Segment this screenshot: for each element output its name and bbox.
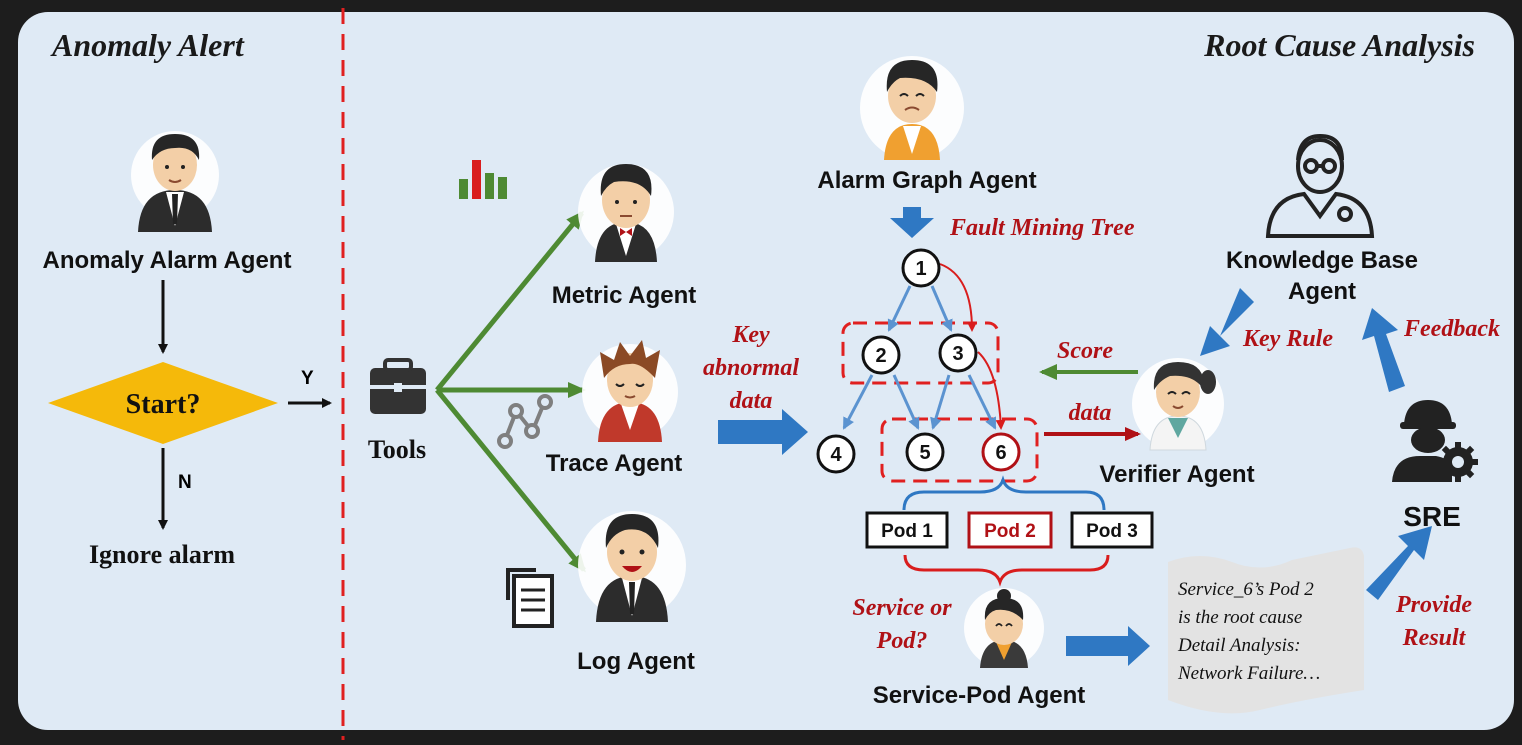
left-section-title: Anomaly Alert bbox=[50, 27, 245, 63]
pod-3: Pod 3 bbox=[1070, 511, 1154, 549]
provide-result-arrow bbox=[1366, 526, 1432, 600]
alarm-graph-agent-avatar bbox=[860, 56, 964, 160]
provide-result-line2: Result bbox=[1402, 625, 1467, 651]
trace-agent-avatar bbox=[582, 340, 678, 442]
knowledge-base-agent-icon bbox=[1265, 133, 1375, 238]
tree-node-4: 4 bbox=[816, 434, 856, 474]
knowledge-base-agent-label-line1: Knowledge Base bbox=[1226, 247, 1418, 274]
no-label: N bbox=[178, 472, 192, 493]
svg-text:2: 2 bbox=[875, 345, 886, 367]
log-agent-label: Log Agent bbox=[577, 648, 695, 675]
key-rule-arrow bbox=[1200, 288, 1254, 356]
result-line2: is the root cause bbox=[1178, 607, 1302, 628]
tree-node-3: 3 bbox=[938, 333, 978, 373]
svg-text:Pod 3: Pod 3 bbox=[1086, 521, 1138, 542]
pod-1: Pod 1 bbox=[865, 511, 949, 549]
panel-background bbox=[18, 12, 1514, 730]
verifier-agent-label: Verifier Agent bbox=[1099, 461, 1254, 488]
svg-text:Pod 2: Pod 2 bbox=[984, 521, 1036, 542]
ignore-alarm-label: Ignore alarm bbox=[89, 540, 235, 569]
metric-agent-label: Metric Agent bbox=[552, 282, 696, 309]
verifier-agent-avatar bbox=[1132, 358, 1224, 451]
sre-label: SRE bbox=[1403, 501, 1461, 532]
start-decision-diamond bbox=[48, 362, 278, 444]
tree-node-2: 2 bbox=[861, 335, 901, 375]
svg-text:5: 5 bbox=[919, 442, 930, 464]
tree-group-level3 bbox=[880, 417, 1039, 483]
pods-bottom-brace bbox=[903, 554, 1110, 587]
key-rule-label: Key Rule bbox=[1242, 326, 1333, 352]
knowledge-base-agent-label-line2: Agent bbox=[1288, 278, 1356, 305]
tools-label: Tools bbox=[368, 435, 426, 464]
result-document bbox=[1168, 547, 1364, 714]
trace-agent-label: Trace Agent bbox=[546, 450, 683, 477]
fault-mining-tree-label: Fault Mining Tree bbox=[949, 215, 1135, 241]
tree-node-1: 1 bbox=[901, 248, 941, 288]
result-line3: Detail Analysis: bbox=[1177, 635, 1301, 656]
key-abnormal-data-line1: Key bbox=[731, 322, 770, 348]
tree-edges bbox=[842, 285, 997, 430]
metric-agent-avatar bbox=[578, 164, 674, 262]
svg-text:Pod 1: Pod 1 bbox=[881, 521, 933, 542]
key-abnormal-data-line2: abnormal bbox=[703, 355, 799, 381]
feedback-label: Feedback bbox=[1403, 316, 1500, 342]
data-label: data bbox=[1069, 400, 1112, 426]
toolbox-icon bbox=[370, 358, 426, 414]
score-label: Score bbox=[1057, 338, 1113, 364]
tree-node-5: 5 bbox=[905, 432, 945, 472]
svg-text:6: 6 bbox=[995, 442, 1006, 464]
bar-chart-icon bbox=[459, 160, 507, 199]
arrow-tools-to-metric bbox=[435, 210, 584, 392]
anomaly-alarm-agent-label: Anomaly Alarm Agent bbox=[43, 247, 292, 274]
arrow-tools-to-log bbox=[435, 388, 586, 573]
tree-fault-path bbox=[939, 263, 1006, 430]
log-agent-avatar bbox=[578, 511, 686, 622]
yes-label: Y bbox=[301, 368, 314, 389]
anomaly-alarm-agent-avatar bbox=[131, 131, 219, 232]
service-or-pod-line1: Service or bbox=[852, 595, 952, 621]
start-decision-label: Start? bbox=[126, 389, 201, 420]
result-line4: Network Failure… bbox=[1177, 663, 1320, 684]
sre-engineer-icon bbox=[1392, 400, 1478, 482]
documents-icon bbox=[506, 568, 554, 628]
service-pod-to-result-arrow bbox=[1066, 626, 1150, 666]
svg-text:3: 3 bbox=[952, 343, 963, 365]
alarm-graph-agent-label: Alarm Graph Agent bbox=[817, 167, 1036, 194]
service-pod-agent-avatar bbox=[964, 588, 1044, 668]
key-abnormal-data-arrow bbox=[718, 409, 808, 455]
key-abnormal-data-line3: data bbox=[730, 388, 773, 414]
result-line1: Service_6’s Pod 2 bbox=[1178, 579, 1314, 600]
provide-result-line1: Provide bbox=[1395, 592, 1472, 618]
service-pod-agent-label: Service-Pod Agent bbox=[873, 682, 1086, 709]
svg-text:1: 1 bbox=[915, 258, 926, 280]
feedback-arrow bbox=[1362, 308, 1405, 392]
tree-group-level2 bbox=[841, 321, 1000, 385]
right-section-title: Root Cause Analysis bbox=[1203, 27, 1475, 63]
trace-path-icon bbox=[497, 394, 553, 449]
alarm-graph-down-arrow bbox=[890, 207, 934, 238]
service-or-pod-line2: Pod? bbox=[876, 628, 928, 654]
svg-text:4: 4 bbox=[830, 444, 842, 466]
tree-node-6: 6 bbox=[981, 432, 1021, 472]
pods-top-brace bbox=[902, 475, 1106, 511]
pod-2: Pod 2 bbox=[967, 511, 1053, 549]
